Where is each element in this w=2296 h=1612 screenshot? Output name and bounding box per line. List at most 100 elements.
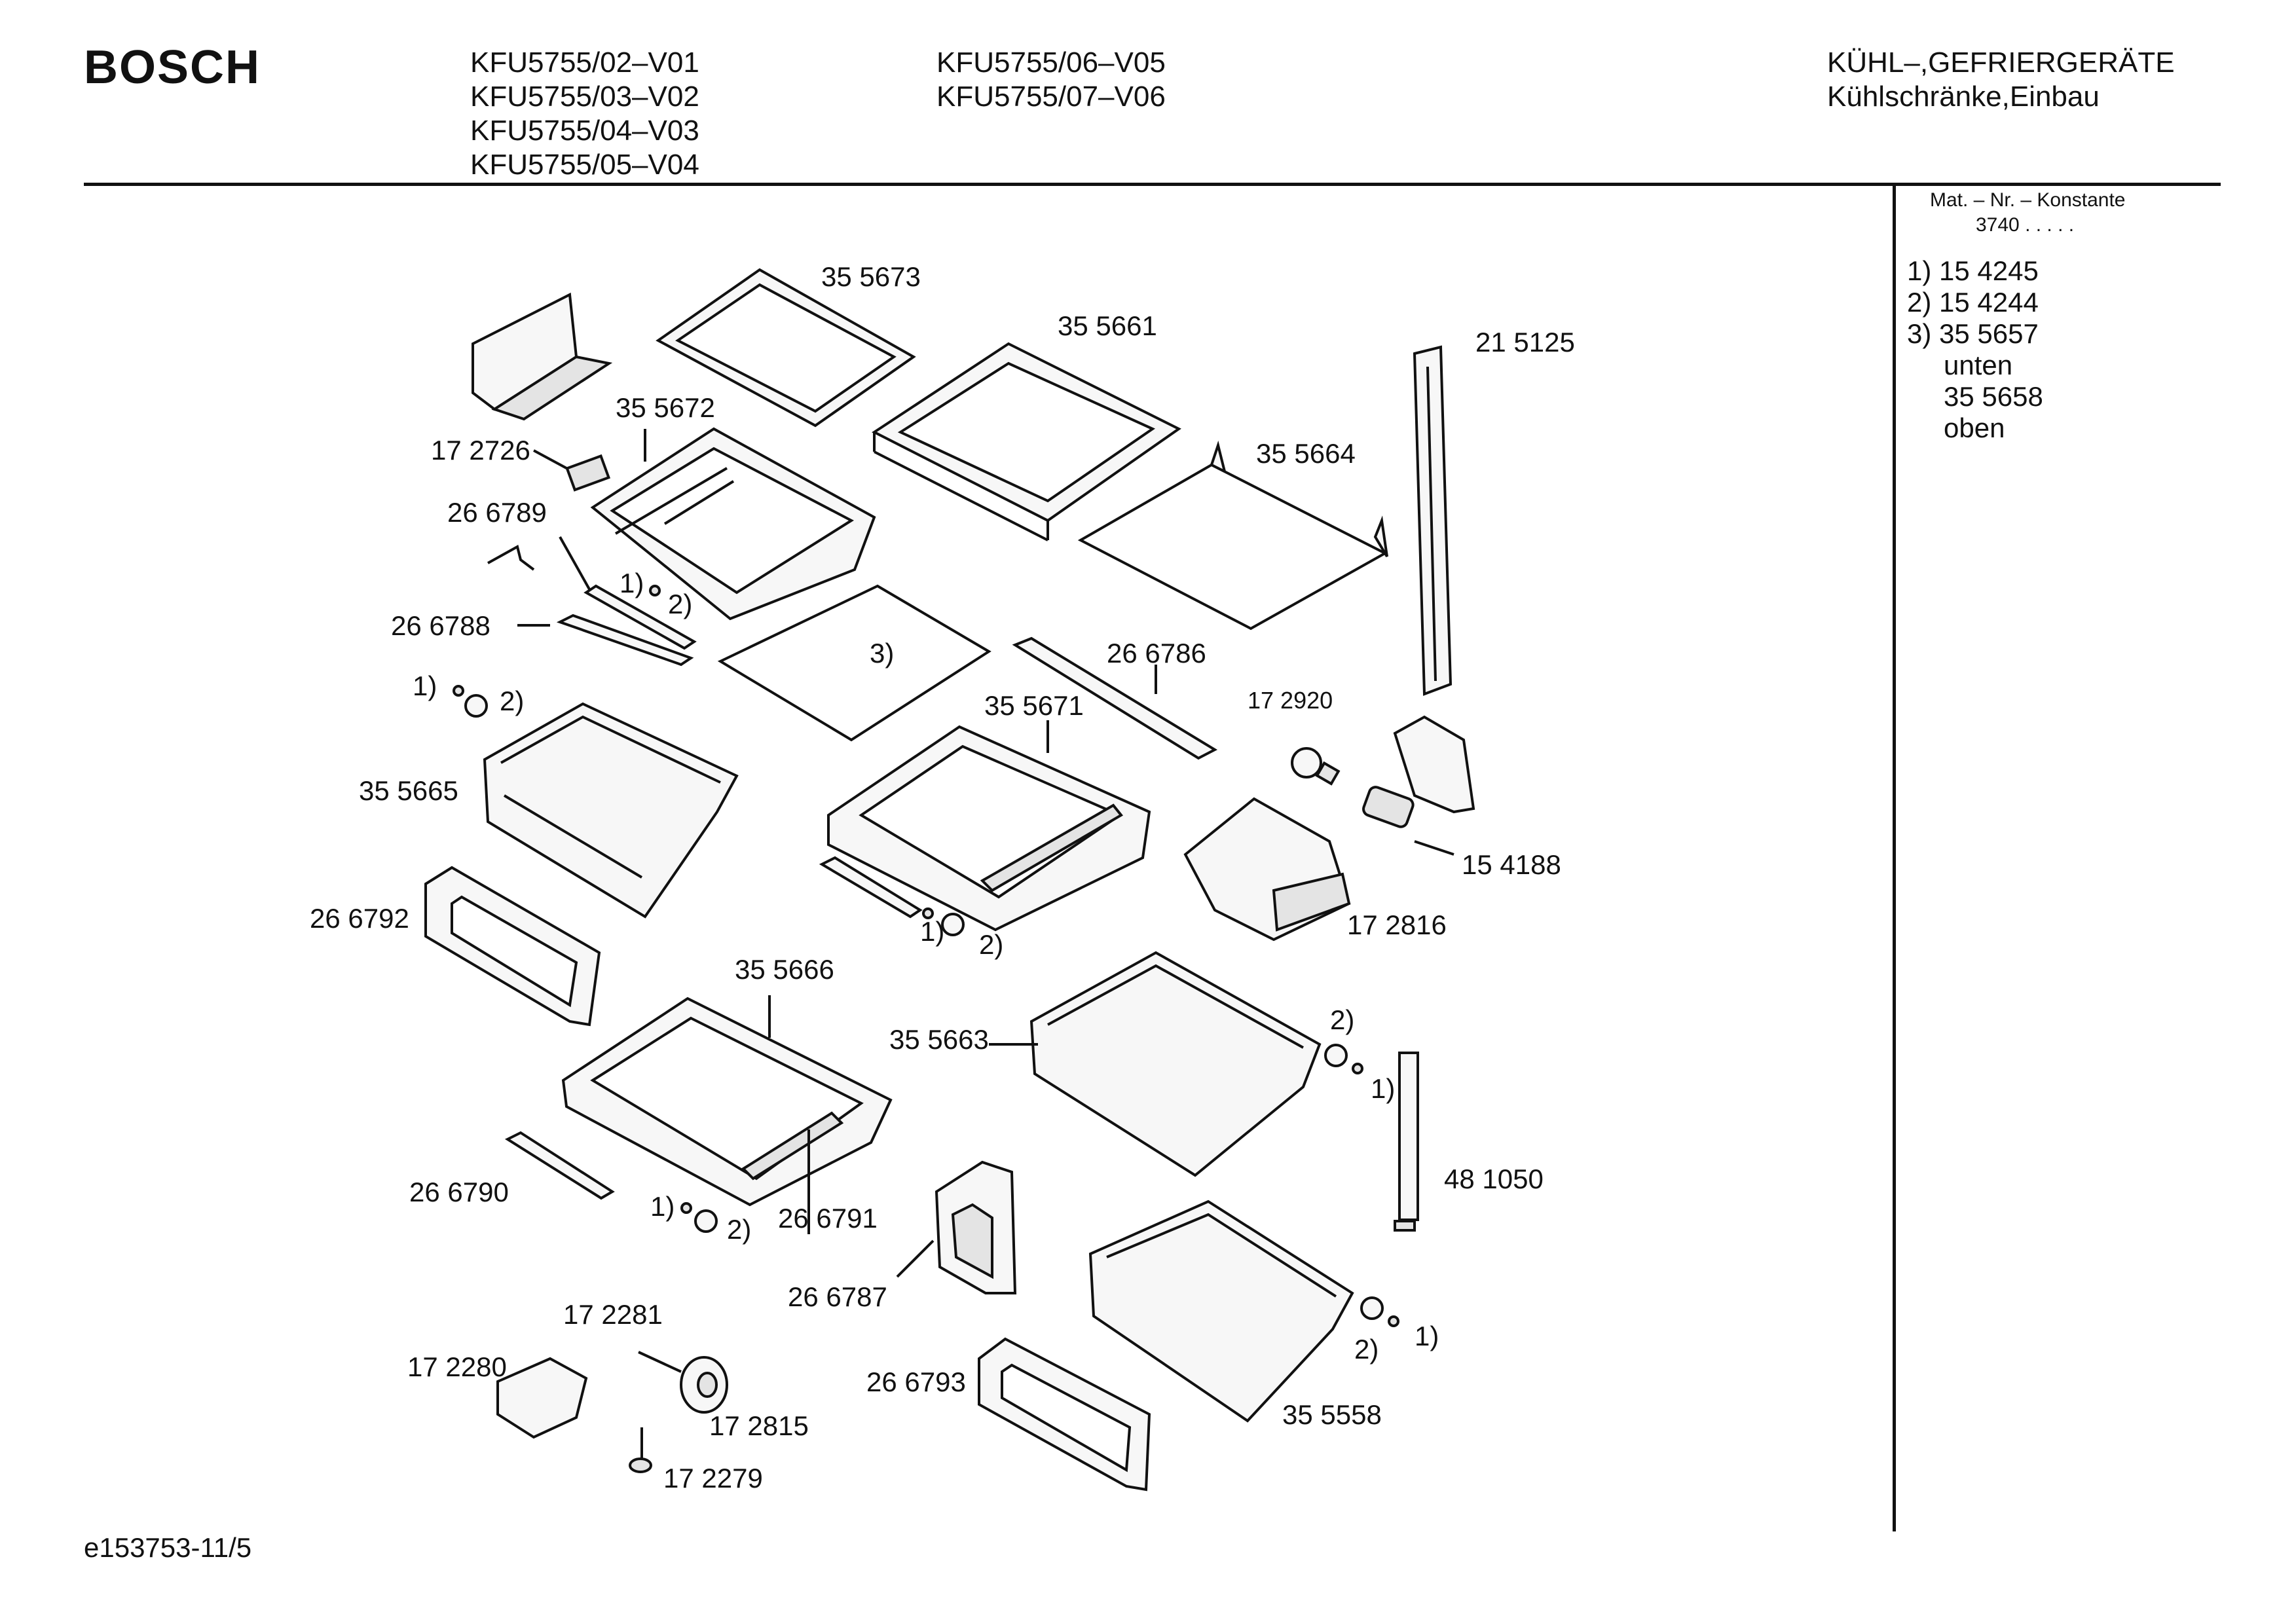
note-marker: 1) bbox=[620, 568, 644, 598]
model-number: KFU5755/05–V04 bbox=[470, 149, 699, 181]
crisper-drawer-part bbox=[1088, 1200, 1354, 1423]
part-label: 15 4188 bbox=[1462, 849, 1561, 880]
cap-part bbox=[941, 913, 965, 936]
model-number: KFU5755/04–V03 bbox=[470, 115, 699, 147]
wire-shelf-part bbox=[1077, 440, 1388, 631]
part-label: 35 5673 bbox=[821, 261, 921, 292]
drawer-front-part bbox=[978, 1337, 1151, 1492]
part-label: 17 2280 bbox=[407, 1351, 507, 1382]
model-number: KFU5755/07–V06 bbox=[936, 81, 1166, 113]
note-line: 3) 35 5657 bbox=[1907, 318, 2039, 349]
brand-logo: BOSCH bbox=[84, 41, 261, 94]
category-subtitle: Kühlschränke,Einbau bbox=[1827, 81, 2100, 113]
part-label: 35 5672 bbox=[616, 392, 715, 423]
screw-part bbox=[649, 585, 661, 596]
screw-part bbox=[1352, 1063, 1363, 1074]
air-duct-part bbox=[1183, 797, 1351, 942]
bent-strip-part bbox=[487, 544, 535, 571]
lamp-cover-part bbox=[1393, 715, 1475, 814]
screw-part bbox=[922, 907, 934, 919]
model-number: KFU5755/06–V05 bbox=[936, 46, 1166, 79]
sidebar-heading: Mat. – Nr. – Konstante bbox=[1930, 189, 2126, 211]
rail-part bbox=[504, 1131, 615, 1200]
side-panel-part bbox=[935, 1160, 1017, 1294]
part-label: 21 5125 bbox=[1475, 327, 1575, 357]
switch-part bbox=[1362, 786, 1415, 828]
note-line: unten bbox=[1944, 350, 2013, 380]
glass-plate-part bbox=[717, 584, 991, 742]
drawer-front-part bbox=[424, 866, 601, 1027]
cap-part bbox=[694, 1209, 718, 1233]
tray-part bbox=[561, 997, 893, 1207]
crisper-drawer-part bbox=[1029, 951, 1322, 1177]
bracket-part bbox=[472, 292, 613, 421]
rail-part bbox=[819, 856, 923, 919]
vertical-rail-part bbox=[1413, 345, 1453, 696]
part-label: 35 5663 bbox=[889, 1024, 989, 1055]
part-label: 17 2279 bbox=[663, 1463, 763, 1493]
sidebar-divider bbox=[1893, 186, 1896, 1531]
note-line: 35 5658 bbox=[1944, 381, 2043, 412]
trim-strip-part bbox=[583, 584, 697, 650]
part-label: 35 5665 bbox=[359, 775, 458, 806]
note-marker: 2) bbox=[727, 1214, 751, 1245]
screw-part bbox=[1388, 1315, 1399, 1327]
note-marker: 2) bbox=[979, 929, 1003, 960]
note-line: 1) 15 4245 bbox=[1907, 255, 2039, 286]
tray-part bbox=[827, 725, 1151, 932]
part-label: 35 5666 bbox=[735, 954, 834, 985]
note-marker: 1) bbox=[650, 1191, 675, 1222]
housing-part bbox=[496, 1357, 588, 1439]
part-label: 17 2726 bbox=[431, 435, 530, 466]
cap-part bbox=[1360, 1296, 1384, 1320]
part-label: 35 5558 bbox=[1282, 1399, 1382, 1430]
note-line: oben bbox=[1944, 412, 2005, 443]
part-label: 26 6793 bbox=[866, 1366, 966, 1397]
category-title: KÜHL–,GEFRIERGERÄTE bbox=[1827, 46, 2175, 79]
shelf-part bbox=[872, 342, 1181, 541]
light-bulb-part bbox=[1291, 747, 1341, 786]
crisper-drawer-part bbox=[483, 702, 739, 919]
model-list-2: KFU5755/06–V05 KFU5755/07–V06 bbox=[936, 46, 1166, 114]
sidebar-constant: 3740 . . . . . bbox=[1976, 214, 2075, 236]
model-number: KFU5755/03–V02 bbox=[470, 81, 699, 113]
part-label: 17 2816 bbox=[1347, 909, 1447, 940]
category: KÜHL–,GEFRIERGERÄTE Kühlschränke,Einbau bbox=[1827, 46, 2175, 114]
note-marker: 1) bbox=[920, 916, 944, 947]
note-marker: 2) bbox=[668, 589, 692, 619]
note-marker: 2) bbox=[500, 686, 524, 716]
rail-part bbox=[1012, 636, 1218, 760]
part-label: 17 2281 bbox=[563, 1299, 663, 1330]
part-label: 3) bbox=[870, 638, 894, 669]
part-label: 26 6792 bbox=[310, 903, 409, 934]
part-label: 17 2920 bbox=[1248, 687, 1333, 714]
vertical-strip-part bbox=[1398, 1052, 1419, 1221]
part-label: 35 5661 bbox=[1058, 310, 1157, 341]
part-label: 26 6787 bbox=[788, 1281, 887, 1312]
document-code: e153753-11/5 bbox=[84, 1532, 252, 1563]
wheel-part bbox=[680, 1356, 728, 1414]
part-label: 26 6790 bbox=[409, 1177, 509, 1207]
clip-part bbox=[565, 454, 611, 492]
note-marker: 2) bbox=[1354, 1334, 1379, 1365]
part-label: 26 6788 bbox=[391, 610, 491, 641]
pin-part bbox=[638, 1351, 682, 1373]
part-label: 26 6786 bbox=[1107, 638, 1206, 669]
exploded-parts-diagram: 35 5673 35 5661 21 5125 35 5672 17 2726 … bbox=[310, 261, 1575, 1493]
drawer-frame-part bbox=[590, 427, 876, 621]
part-label: 35 5671 bbox=[984, 690, 1084, 721]
part-label: 35 5664 bbox=[1256, 438, 1356, 469]
part-label: 17 2815 bbox=[709, 1410, 809, 1441]
cap-part bbox=[464, 694, 488, 718]
sidebar-notes: 1) 15 4245 2) 15 4244 3) 35 5657 unten 3… bbox=[1907, 255, 2043, 444]
rail-part bbox=[556, 614, 694, 667]
foot-part bbox=[629, 1427, 652, 1473]
part-label: 26 6789 bbox=[447, 497, 547, 528]
glass-shelf-frame-part bbox=[656, 268, 916, 428]
note-marker: 1) bbox=[1371, 1073, 1395, 1104]
model-number: KFU5755/02–V01 bbox=[470, 46, 699, 79]
model-list-1: KFU5755/02–V01 KFU5755/03–V02 KFU5755/04… bbox=[470, 46, 699, 182]
note-marker: 1) bbox=[413, 670, 437, 701]
header-divider bbox=[84, 183, 2221, 186]
leader-lines bbox=[517, 429, 1454, 1278]
